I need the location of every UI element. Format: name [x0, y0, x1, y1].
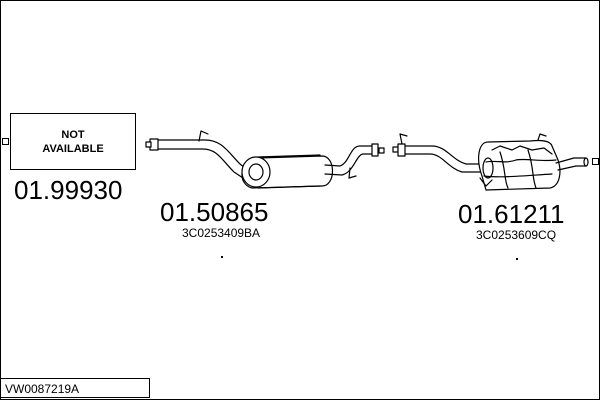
rear-silencer-dot: [516, 258, 518, 260]
tailpipe-connector: [592, 158, 599, 165]
front-pipe-connector: [2, 138, 9, 145]
not-available-line2: AVAILABLE: [42, 142, 104, 155]
kit-code-box: VW0087219A: [0, 378, 150, 398]
rear-silencer-oem-number: 3C0253609CQ: [476, 228, 557, 242]
front-part-number: 01.99930: [14, 175, 123, 205]
middle-silencer-oem-number: 3C0253409BA: [182, 226, 261, 240]
rear-silencer-drawing: [392, 133, 589, 191]
middle-silencer-dot: [221, 256, 223, 258]
not-available-line1: NOT: [61, 128, 85, 141]
middle-silencer-part-number: 01.50865: [160, 197, 269, 227]
not-available-box: NOT AVAILABLE: [10, 113, 136, 170]
middle-silencer-drawing: [145, 130, 385, 189]
rear-silencer-part-number: 01.61211: [458, 199, 565, 229]
